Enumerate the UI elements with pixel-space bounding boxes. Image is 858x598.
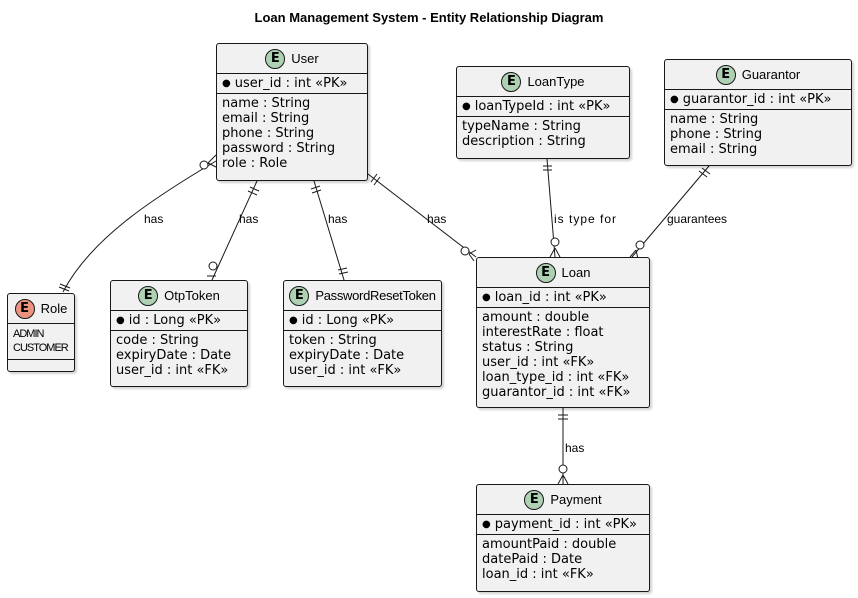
primary-key-field: payment_id : int «PK» [482, 517, 644, 532]
entity-field: email : String [670, 142, 758, 157]
edge-label-loantype-loan: is type for [554, 212, 618, 226]
entity-field: password : String [222, 141, 336, 156]
entity-header: E PasswordResetToken [284, 281, 441, 310]
entity-header: E LoanType [457, 67, 629, 96]
edge-user-loan [367, 173, 477, 258]
entity-name: OtpToken [164, 288, 220, 303]
primary-key-field: user_id : int «PK» [222, 76, 362, 91]
entity-field: email : String [222, 111, 310, 126]
entity-name: Loan [561, 265, 591, 280]
edge-guarantor-loan [631, 165, 710, 258]
entity-header: E Role [8, 294, 74, 323]
entity-name: Role [40, 301, 68, 316]
crowfoot-icon [629, 249, 637, 258]
entity-stereotype-icon: E [265, 48, 286, 69]
entity-name: LoanType [527, 74, 585, 89]
primary-key-field: loan_id : int «PK» [482, 290, 644, 305]
entity-name: PasswordResetToken [315, 288, 436, 303]
entity-stereotype-icon: E [524, 489, 545, 510]
entity-role[interactable]: E Role ADMIN CUSTOMER [7, 293, 75, 372]
entity-name: Guarantor [741, 67, 801, 82]
entity-field: user_id : int «FK» [289, 363, 402, 378]
primary-key-field: guarantor_id : int «PK» [670, 92, 846, 107]
entity-field: name : String [670, 112, 759, 127]
entity-stereotype-icon: E [138, 285, 159, 306]
entity-header: E User [217, 44, 367, 73]
entity-field: guarantor_id : int «FK» [482, 385, 631, 400]
entity-field: name : String [222, 96, 311, 111]
entity-stereotype-icon: E [535, 262, 556, 283]
entity-field: token : String [289, 333, 377, 348]
primary-key-field: id : Long «PK» [289, 313, 436, 328]
crowfoot-icon [557, 474, 564, 485]
edge-user-resettoken [313, 180, 345, 281]
cardinality-one-icon [370, 173, 378, 183]
entity-stereotype-icon: E [289, 285, 310, 306]
entity-header: E Payment [477, 485, 649, 514]
entity-guarantor[interactable]: E Guarantor guarantor_id : int «PK» name… [664, 59, 852, 166]
entity-stereotype-icon: E [501, 71, 522, 92]
edge-label-user-resettoken: has [328, 212, 348, 226]
edge-label-loan-payment: has [565, 441, 585, 455]
entity-loan[interactable]: E Loan loan_id : int «PK» amount : doubl… [476, 257, 650, 408]
entity-field: phone : String [670, 127, 763, 142]
edge-label-guarantor-loan: guarantees [667, 212, 728, 226]
cardinality-zero-icon [208, 261, 218, 271]
cardinality-one-icon [701, 167, 711, 175]
entity-field: amountPaid : double [482, 537, 617, 552]
entity-payment[interactable]: E Payment payment_id : int «PK» amountPa… [476, 484, 650, 592]
entity-name: User [291, 51, 319, 66]
cardinality-zero-icon [199, 160, 209, 170]
edge-user-role [62, 160, 217, 293]
entity-name: Payment [550, 492, 602, 507]
cardinality-zero-icon [635, 240, 645, 250]
cardinality-zero-icon [460, 246, 470, 256]
cardinality-zero-icon [550, 237, 560, 247]
entity-passwordresettoken[interactable]: E PasswordResetToken id : Long «PK» toke… [283, 280, 442, 387]
entity-header: E Guarantor [665, 60, 851, 89]
entity-field: datePaid : Date [482, 552, 583, 567]
cardinality-one-icon [337, 267, 348, 271]
primary-key-field: loanTypeId : int «PK» [462, 99, 624, 114]
entity-field: amount : double [482, 310, 590, 325]
crowfoot-icon [549, 247, 556, 258]
crowfoot-icon [468, 249, 477, 255]
enum-value: CUSTOMER [13, 342, 69, 354]
entity-field: description : String [462, 134, 586, 149]
entity-header: E Loan [477, 258, 649, 287]
edge-label-user-role: has [144, 212, 164, 226]
entity-field: loan_id : int «FK» [482, 567, 594, 582]
cardinality-one-icon [59, 283, 71, 289]
diagram-title: Loan Management System - Entity Relation… [254, 10, 604, 25]
entity-field: expiryDate : Date [289, 348, 405, 363]
entity-field: user_id : int «FK» [482, 355, 595, 370]
entity-field: loan_type_id : int «FK» [482, 370, 630, 385]
entity-stereotype-icon: E [715, 64, 736, 85]
entity-field: typeName : String [462, 119, 581, 134]
edge-label-user-loan: has [427, 212, 447, 226]
entity-field: role : Role [222, 156, 288, 171]
entity-field: status : String [482, 340, 574, 355]
cardinality-one-icon [310, 185, 321, 190]
entity-loantype[interactable]: E LoanType loanTypeId : int «PK» typeNam… [456, 66, 630, 159]
entity-user[interactable]: E User user_id : int «PK» name : String … [216, 43, 368, 181]
enum-stereotype-icon: E [14, 298, 35, 319]
entity-field: interestRate : float [482, 325, 604, 340]
entity-field: user_id : int «FK» [116, 363, 229, 378]
entity-field: expiryDate : Date [116, 348, 232, 363]
edge-user-otptoken [211, 180, 258, 281]
entity-field: code : String [116, 333, 199, 348]
cardinality-one-icon [249, 186, 260, 192]
entity-field: phone : String [222, 126, 315, 141]
entity-otptoken[interactable]: E OtpToken id : Long «PK» code : String … [110, 280, 248, 387]
primary-key-field: id : Long «PK» [116, 313, 242, 328]
entity-header: E OtpToken [111, 281, 247, 310]
cardinality-zero-icon [558, 464, 568, 474]
enum-value: ADMIN [13, 328, 44, 340]
crowfoot-icon [207, 154, 217, 164]
edge-label-user-otptoken: has [239, 212, 259, 226]
